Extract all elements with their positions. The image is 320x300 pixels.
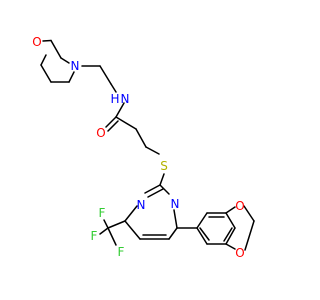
bond xyxy=(196,212,208,229)
bond xyxy=(173,209,178,229)
oxygen-atom: O xyxy=(235,199,244,213)
amide-group xyxy=(105,116,137,132)
bond xyxy=(124,205,138,222)
bond xyxy=(199,227,210,241)
fluorine-atom: F xyxy=(118,245,125,259)
nitrogen-atom: N xyxy=(137,198,146,212)
bond xyxy=(159,184,170,195)
bond xyxy=(107,120,119,132)
pyrimidine-ring xyxy=(124,184,178,240)
bond xyxy=(135,128,147,148)
bond xyxy=(145,146,160,155)
sulfur-atom: S xyxy=(160,159,168,173)
bond xyxy=(99,227,109,235)
molecule-structure: O N H N O S N N F F F O O xyxy=(32,35,255,260)
bond xyxy=(60,57,70,64)
bond xyxy=(196,227,208,245)
fluorine-atom: F xyxy=(91,229,98,243)
bond xyxy=(103,219,109,229)
oxygen-atom: O xyxy=(96,126,105,140)
bond xyxy=(159,173,165,186)
bond xyxy=(144,184,161,194)
bond xyxy=(225,212,236,229)
ethyl-linker xyxy=(99,65,125,118)
hydrogen-atom: H xyxy=(110,92,119,106)
oxygen-atom: O xyxy=(32,35,41,49)
bond xyxy=(115,102,125,118)
bond xyxy=(147,188,164,198)
trifluoromethyl-group xyxy=(99,219,126,246)
bond xyxy=(99,65,112,85)
oxygen-atom: O xyxy=(235,246,244,260)
bond xyxy=(244,220,255,251)
bond xyxy=(40,64,52,83)
bond xyxy=(225,227,236,245)
bond xyxy=(225,206,236,214)
fluorine-atom: F xyxy=(99,206,106,220)
benzodioxole-group xyxy=(176,205,255,251)
bond xyxy=(68,71,75,83)
nitrogen-atom: N xyxy=(121,92,130,106)
nitrogen-atom: N xyxy=(71,59,80,73)
bond xyxy=(223,227,233,242)
morpholine-ring xyxy=(40,39,101,83)
bond xyxy=(107,227,117,246)
propyl-chain xyxy=(135,128,165,186)
bond xyxy=(40,54,47,66)
bond xyxy=(42,39,52,42)
structure-canvas: O N H N O S N N F F F O O xyxy=(32,35,255,260)
bond xyxy=(110,83,117,93)
bond xyxy=(168,227,178,240)
nitrogen-atom: N xyxy=(171,197,180,211)
bond xyxy=(243,205,255,222)
bond xyxy=(225,243,236,250)
bond xyxy=(105,116,117,128)
bond xyxy=(50,39,62,59)
bond xyxy=(115,116,137,130)
bond xyxy=(107,220,126,229)
bond xyxy=(124,220,141,240)
